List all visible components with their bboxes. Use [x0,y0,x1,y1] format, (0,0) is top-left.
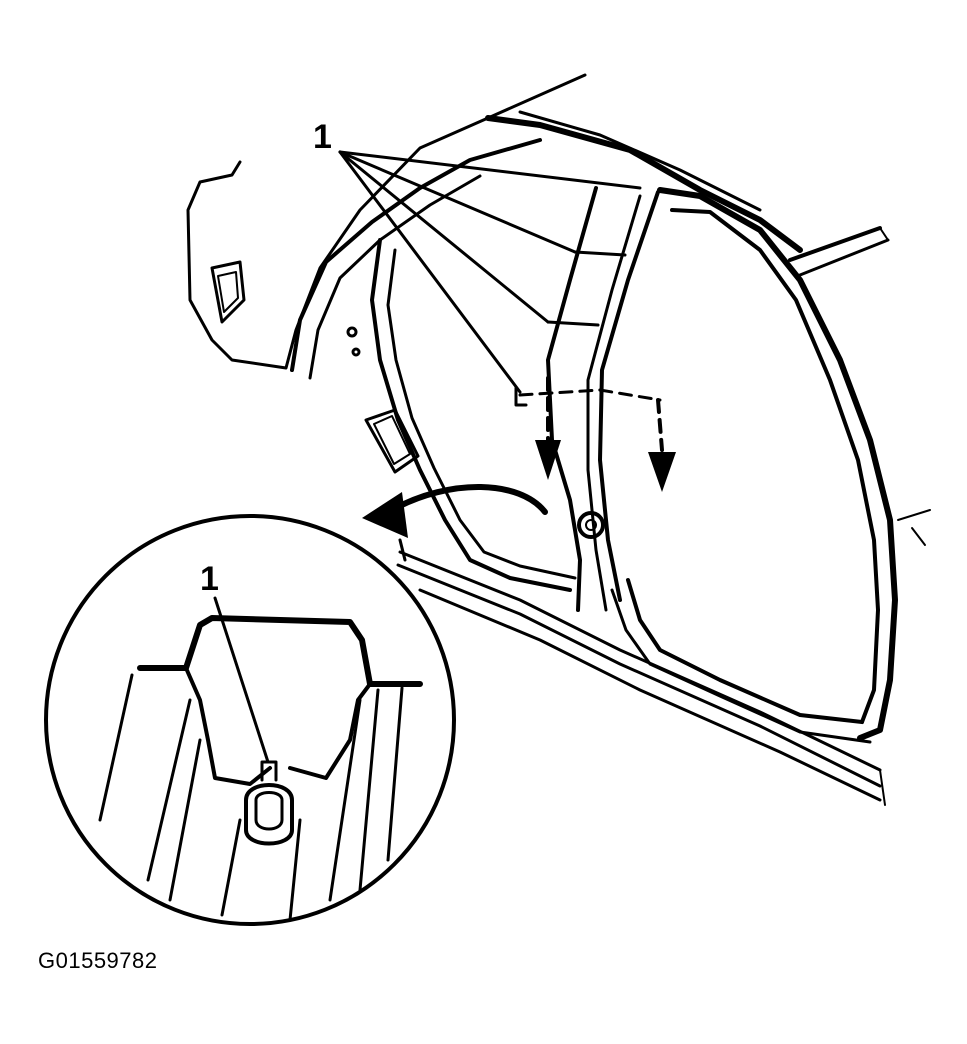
callout-main: 1 [313,118,642,407]
removal-arrows [362,376,676,538]
vehicle-body-illustration [186,73,931,806]
down-arrow-right-icon [648,452,676,492]
callout-detail-label: 1 [200,560,219,598]
down-arrow-left-icon [535,440,561,480]
detail-inset: 1 [44,514,456,926]
curved-arrow-head-icon [362,492,408,538]
figure-id: G01559782 [38,948,158,973]
callout-main-label: 1 [313,118,332,156]
